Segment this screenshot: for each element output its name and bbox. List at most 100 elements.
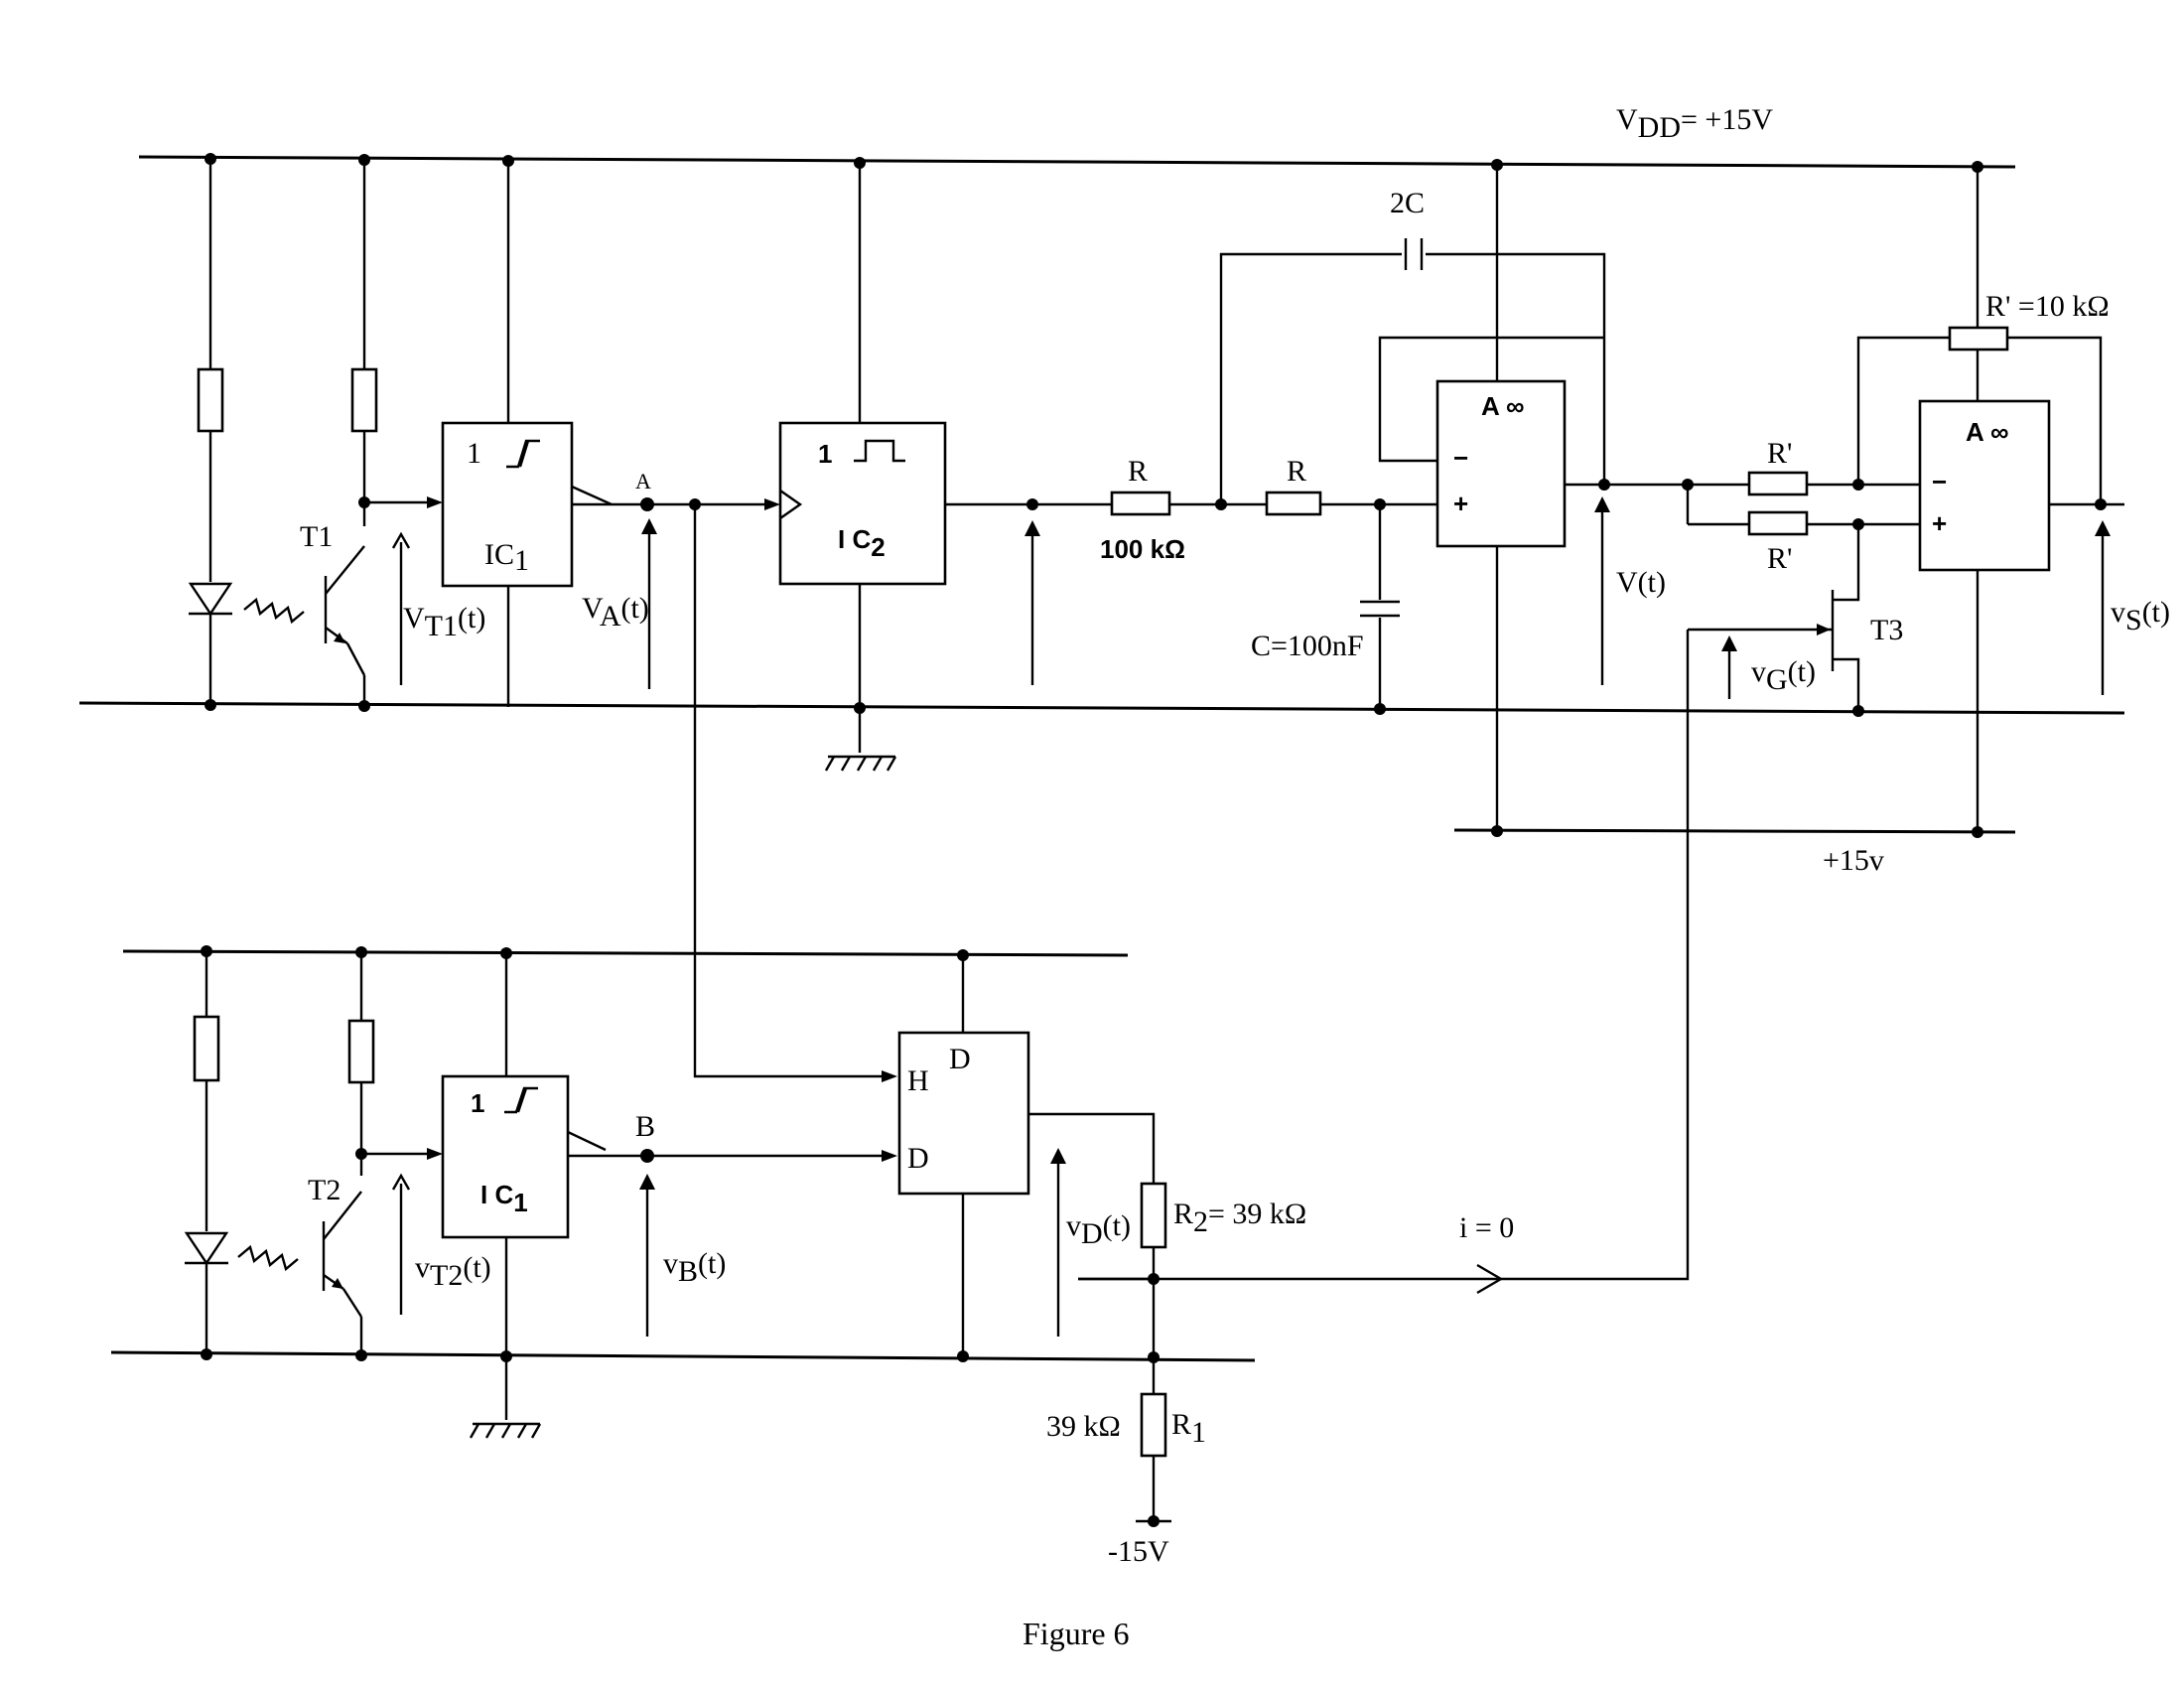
junction-dot bbox=[355, 1148, 367, 1160]
t1-label: T1 bbox=[300, 520, 333, 553]
figure-caption: Figure 6 bbox=[1023, 1616, 1130, 1651]
flipflop-out-wire bbox=[1028, 1112, 1156, 1184]
t1-emitter-wire bbox=[345, 642, 366, 676]
ic1p-box bbox=[441, 1074, 570, 1239]
ic2-pulse-icon bbox=[854, 439, 905, 463]
r2-label: R2= 39 kΩ bbox=[1173, 1198, 1306, 1238]
t2-resistor bbox=[347, 1019, 375, 1084]
ic1-box bbox=[441, 421, 574, 588]
vdd-rail bbox=[138, 155, 2016, 169]
t3-drain bbox=[1833, 590, 1860, 602]
vd-label: vD(t) bbox=[1066, 1209, 1131, 1250]
cap-c-label: C=100nF bbox=[1251, 630, 1364, 662]
vt2-arrow-head-icon bbox=[391, 1173, 411, 1191]
opamp2-box bbox=[1918, 399, 2051, 572]
ic1p-label: I C1 bbox=[480, 1180, 528, 1217]
ic1p-output-bubble-icon bbox=[567, 1130, 607, 1152]
node-b-dot bbox=[640, 1149, 654, 1163]
resistor-rprime-a bbox=[1747, 471, 1809, 496]
rprime-10k-label: R' =10 kΩ bbox=[1985, 290, 2110, 323]
t3-gate-arrow-icon bbox=[1817, 624, 1831, 635]
light-ray-1-icon bbox=[243, 597, 305, 625]
junction-dot bbox=[1491, 825, 1503, 837]
t2-label: T2 bbox=[308, 1174, 341, 1206]
ic1-label: IC1 bbox=[484, 538, 529, 577]
ic1-hysteresis-icon bbox=[506, 439, 540, 469]
opamp2-minus-label: − bbox=[1932, 467, 1947, 496]
t3-label: T3 bbox=[1870, 614, 1903, 646]
resistor-r1-39k bbox=[1140, 1392, 1167, 1458]
junction-dot bbox=[1374, 498, 1386, 510]
ground-hatch-1-icon bbox=[824, 756, 897, 772]
t2-emitter-wire bbox=[341, 1288, 363, 1318]
led1-resistor bbox=[197, 367, 224, 433]
r-top-label: R bbox=[1128, 455, 1148, 488]
junction-dot bbox=[358, 496, 370, 508]
vdd-label: VDD= +15V bbox=[1616, 103, 1773, 144]
flipflop-h-label: H bbox=[907, 1064, 929, 1097]
cap-2c-wire-right bbox=[1426, 252, 1606, 485]
ic1p-hysteresis-icon bbox=[504, 1086, 538, 1114]
vt2-label: vT2(t) bbox=[415, 1251, 491, 1292]
plus15-label: +15v bbox=[1823, 844, 1884, 877]
opamp1-plus-label: + bbox=[1453, 489, 1468, 518]
va-arrow-head-icon bbox=[641, 518, 657, 534]
node-a-dot bbox=[640, 497, 654, 511]
ic1p-schmitt-label: 1 bbox=[471, 1088, 484, 1118]
junction-dot bbox=[1148, 1515, 1160, 1527]
cap-2c-wire bbox=[1219, 252, 1402, 504]
vg-arrow-head-icon bbox=[1721, 635, 1737, 651]
node-b-label: B bbox=[635, 1110, 655, 1143]
junction-dot bbox=[1598, 479, 1610, 491]
junction-dot bbox=[1852, 479, 1864, 491]
opamp1-feedback-wire bbox=[1378, 336, 1604, 463]
junction-dot bbox=[205, 699, 216, 711]
junction-dot bbox=[957, 1350, 969, 1362]
vt1-arrow-head-icon bbox=[391, 531, 411, 549]
junction-dot bbox=[205, 153, 216, 165]
bottom-ground-rail bbox=[110, 1350, 1256, 1362]
vs-arrow-head-icon bbox=[2095, 520, 2111, 536]
cap-2c-label: 2C bbox=[1390, 187, 1425, 219]
t1-resistor bbox=[350, 367, 378, 433]
r-100k-label: 100 kΩ bbox=[1100, 534, 1185, 564]
junction-dot bbox=[358, 700, 370, 712]
a-to-ic2-arrow-icon bbox=[764, 498, 780, 510]
opamp1-minus-label: − bbox=[1453, 443, 1468, 473]
bottom-vdd-rail bbox=[122, 949, 1129, 957]
minus15-label: -15V bbox=[1108, 1535, 1169, 1568]
junction-dot bbox=[1148, 1273, 1160, 1285]
vt1-label: VT1(t) bbox=[403, 602, 485, 642]
va-label: VA(t) bbox=[582, 592, 649, 633]
flipflop-box bbox=[897, 1031, 1030, 1196]
resistor-r2-39k bbox=[1140, 1182, 1167, 1249]
ic2-label: I C2 bbox=[838, 524, 886, 562]
ic2-clock-input-icon bbox=[779, 490, 803, 519]
a-to-flipflop-wire bbox=[693, 504, 882, 1078]
resistor-r1-100k bbox=[1110, 491, 1171, 516]
junction-dot bbox=[355, 946, 367, 958]
r1-label: R1 bbox=[1171, 1408, 1206, 1449]
node-a-label: A bbox=[635, 469, 651, 494]
gate-drive-wire bbox=[1078, 630, 1690, 1281]
opamp1-box bbox=[1435, 379, 1567, 548]
junction-dot bbox=[1972, 161, 1983, 173]
t3-source bbox=[1833, 657, 1860, 711]
ic1-output-bubble-icon bbox=[571, 485, 613, 506]
junction-dot bbox=[1972, 826, 1983, 838]
led1-diode-icon bbox=[188, 582, 233, 617]
resistor-r2 bbox=[1265, 491, 1322, 516]
opamp2-a-label: A ∞ bbox=[1966, 417, 2009, 447]
junction-dot bbox=[1215, 498, 1227, 510]
t2-emitter-arrow-icon bbox=[332, 1278, 343, 1289]
t2-collector bbox=[323, 1191, 362, 1240]
vb-arrow-head-icon bbox=[639, 1174, 655, 1190]
vs-label: vS(t) bbox=[2111, 596, 2170, 636]
v-arrow-head-icon bbox=[1594, 496, 1610, 512]
ic2-out-arrow-head-icon bbox=[1024, 520, 1040, 536]
junction-dot bbox=[854, 702, 866, 714]
led2-resistor bbox=[193, 1015, 220, 1082]
current-i-arrow-icon bbox=[1476, 1263, 1504, 1295]
t1-to-ic1-arrow-icon bbox=[427, 496, 443, 508]
